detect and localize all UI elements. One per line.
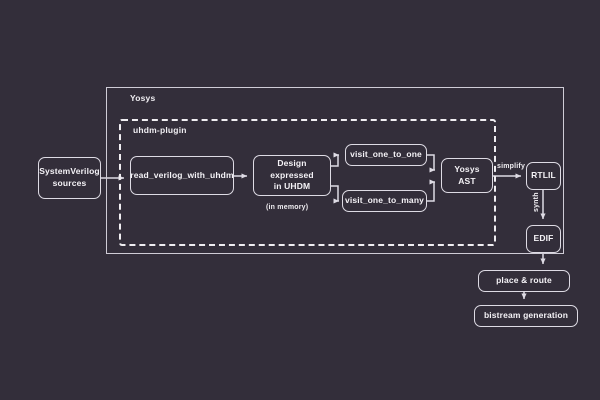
node-visit-one-to-one-label: visit_one_to_one bbox=[350, 149, 422, 160]
group-yosys-label: Yosys bbox=[130, 93, 156, 103]
node-read-verilog-with-uhdm-label: read_verilog_with_uhdm bbox=[130, 169, 234, 180]
sv-line2: sources bbox=[52, 178, 87, 188]
caption-simplify: simplify bbox=[497, 163, 526, 170]
sv-line1: SystemVerilog bbox=[39, 166, 100, 177]
node-bitstream-generation-label: bistream generation bbox=[483, 310, 569, 321]
node-systemverilog-sources[interactable]: SystemVerilog sources bbox=[38, 157, 101, 199]
node-design-expressed-in-uhdm[interactable]: Design expressed in UHDM bbox=[253, 155, 331, 196]
node-visit-one-to-many-label: visit_one_to_many bbox=[344, 195, 425, 206]
node-visit-one-to-many[interactable]: visit_one_to_many bbox=[342, 190, 427, 212]
node-read-verilog-with-uhdm[interactable]: read_verilog_with_uhdm bbox=[130, 156, 234, 195]
group-yosys bbox=[106, 87, 564, 254]
node-rtlil-label: RTLIL bbox=[531, 170, 556, 181]
node-edif[interactable]: EDIF bbox=[526, 225, 561, 253]
node-edif-label: EDIF bbox=[533, 233, 554, 244]
group-uhdm-plugin-label: uhdm-plugin bbox=[133, 125, 187, 135]
node-rtlil[interactable]: RTLIL bbox=[526, 162, 561, 190]
node-systemverilog-sources-label: SystemVerilog sources bbox=[39, 166, 100, 190]
caption-synth: synth bbox=[533, 192, 540, 212]
caption-in-memory: (in memory) bbox=[266, 204, 309, 211]
node-place-and-route[interactable]: place & route bbox=[478, 270, 570, 292]
node-visit-one-to-one[interactable]: visit_one_to_one bbox=[345, 144, 427, 166]
group-uhdm-plugin bbox=[119, 119, 496, 246]
node-design-expressed-in-uhdm-label: Design expressed in UHDM bbox=[258, 158, 326, 194]
node-bitstream-generation[interactable]: bistream generation bbox=[474, 305, 578, 327]
node-yosys-ast[interactable]: Yosys AST bbox=[441, 158, 493, 193]
design-line1: Design expressed bbox=[270, 157, 314, 180]
node-yosys-ast-label: Yosys AST bbox=[454, 164, 480, 186]
design-line2: in UHDM bbox=[273, 181, 311, 192]
node-place-and-route-label: place & route bbox=[496, 275, 552, 286]
